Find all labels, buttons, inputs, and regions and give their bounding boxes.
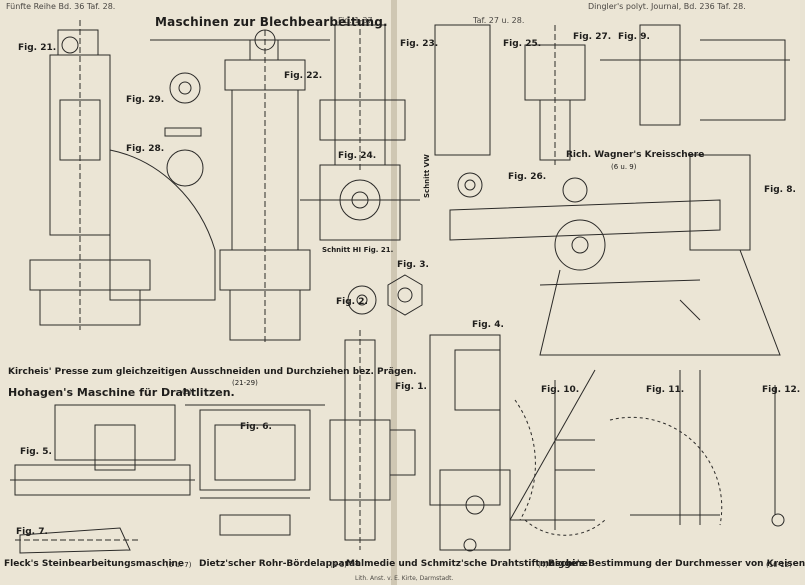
figure-label: Fig. 29.: [126, 95, 165, 105]
figure-label: Fig. 1.: [395, 382, 427, 392]
figure-label: Fig. 12.: [762, 385, 801, 395]
figure-label: Fig. 3.: [397, 260, 429, 270]
figure-label: Fig. 23.: [400, 39, 439, 49]
figure-label: Fig. 4.: [472, 320, 504, 330]
figure-label: Fig. 25.: [503, 39, 542, 49]
circular-shear-drawing: [449, 154, 781, 356]
figure-label: Fig. 2.: [336, 297, 368, 307]
strand-machine-drawing: [10, 404, 195, 496]
caption-bigge: Bigge's Bestimmung der Durchmesser von K…: [548, 559, 805, 569]
press-front-drawing: [150, 29, 330, 345]
caption-kircheis-ref: (21-29): [232, 379, 258, 387]
shear-detail-drawing: [600, 24, 790, 126]
measuring-rod-drawing: [771, 385, 785, 527]
figure-label: Fig. 26.: [508, 172, 547, 182]
caption-bigge-ref: (10-12): [766, 561, 792, 569]
section-label-vertical: Schnitt VW: [423, 154, 431, 198]
figure-label: Fig. 5.: [20, 447, 52, 457]
caption-dietz: Dietz'scher Rohr-Bördelapparat: [199, 559, 360, 569]
caption-hohagen-ref: (5): [182, 388, 192, 396]
figure-label: Fig. 27.: [573, 32, 612, 42]
figure-label: Fig. 22.: [284, 71, 323, 81]
nail-machine-drawing: [429, 334, 511, 552]
figure-label: Fig. 8.: [764, 185, 796, 195]
stone-tool-drawing: [15, 527, 140, 554]
fig25-27-drawing: [434, 24, 586, 198]
caption-fleck-ref: (6 u. 7): [166, 561, 192, 569]
figure-label: Fig. 7.: [16, 527, 48, 537]
figure-label: Fig. 24.: [338, 151, 377, 161]
lithographer-imprint: Lith. Anst. v. E. Kirte, Darmstadt.: [355, 575, 454, 582]
washer-and-disc-drawing: [164, 72, 204, 187]
press-frame-drawing: [29, 20, 216, 330]
figure-label: Fig. 6.: [240, 422, 272, 432]
diameter-scale-drawing-10: [509, 369, 606, 536]
machine-figure-ref: (6 u. 9): [611, 163, 637, 171]
fig2-fig3-drawing: [347, 274, 423, 316]
section-label: Schnitt HI Fig. 21.: [322, 246, 394, 254]
caption-kircheis: Kircheis' Presse zum gleichzeitigen Auss…: [8, 367, 417, 377]
plate-range: Taf. 27 u. 28.: [473, 16, 525, 25]
machine-name: Rich. Wagner's Kreisschere: [566, 150, 705, 160]
caption-malmedie: Malmedie und Schmitz'sche Drahtstiftmasc…: [346, 559, 588, 569]
journal-reference: Dingler's polyt. Journal, Bd. 236 Taf. 2…: [588, 2, 746, 11]
caption-malmedie-ref: (4): [538, 561, 548, 569]
plan-view-drawing: [300, 164, 420, 241]
caption-fleck: Fleck's Steinbearbeitungsmaschine: [4, 559, 185, 569]
caption-dietz-ref: (1-3): [330, 561, 347, 569]
figure-range: Fig. 1-37: [338, 16, 373, 25]
figure-label: Fig. 10.: [541, 385, 580, 395]
plate-title: Maschinen zur Blechbearbeitung.: [155, 15, 388, 29]
series-volume-note: Fünfte Reihe Bd. 36 Taf. 28.: [6, 2, 116, 11]
figure-label: Fig. 9.: [618, 32, 650, 42]
frame-bench-drawing: [185, 404, 325, 536]
figure-label: Fig. 21.: [18, 43, 57, 53]
figure-label: Fig. 28.: [126, 144, 165, 154]
diameter-scale-drawing-11: [609, 370, 723, 526]
caption-hohagen: Hohagen's Maschine für Drahtlitzen.: [8, 386, 235, 399]
figure-label: Fig. 11.: [646, 385, 685, 395]
beading-apparatus-drawing: [329, 330, 416, 550]
